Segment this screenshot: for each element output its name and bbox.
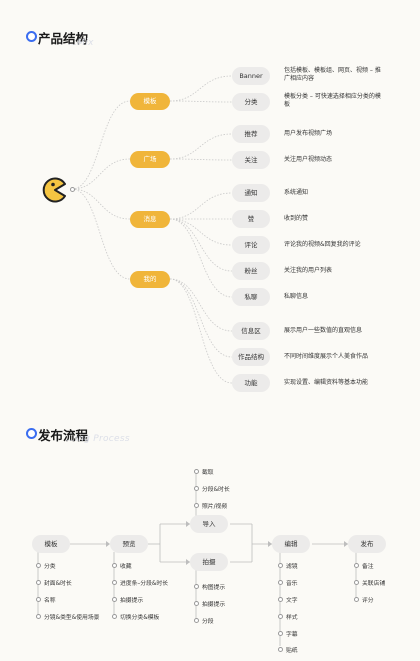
desc-notice: 系统通知 — [284, 189, 309, 196]
leaf-preview-tips: 拍摄提示 — [120, 598, 144, 604]
leaf-bullet — [278, 580, 283, 585]
leaf-bullet — [112, 614, 117, 619]
leaf-edit-sticker: 贴纸 — [286, 648, 298, 654]
node-notice: 通知 — [232, 184, 270, 202]
step-shoot: 拍摄 — [190, 553, 228, 571]
leaf-template-category: 分类 — [44, 564, 56, 570]
leaf-preview-favorite: 收藏 — [120, 564, 132, 570]
leaf-bullet — [194, 503, 199, 508]
node-mine: 我的 — [130, 271, 170, 288]
leaf-edit-text: 文字 — [286, 598, 298, 604]
leaf-import-segment: 分段&时长 — [202, 487, 230, 493]
leaf-bullet — [36, 580, 41, 585]
node-chat: 私聊 — [232, 288, 270, 306]
leaf-bullet — [36, 563, 41, 568]
leaf-publish-shop: 关联店铺 — [362, 581, 386, 587]
section-marker-icon — [26, 31, 37, 42]
node-comment: 评论 — [232, 236, 270, 254]
leaf-bullet — [112, 580, 117, 585]
leaf-import-crop: 截取 — [202, 470, 214, 476]
leaf-bullet — [278, 631, 283, 636]
leaf-preview-progress: 进度条–分段&时长 — [120, 581, 168, 587]
leaf-bullet — [194, 601, 199, 606]
node-like: 赞 — [232, 210, 270, 228]
desc-recommend: 用户发布视频广场 — [284, 130, 333, 137]
desc-follow: 关注用户视频动态 — [284, 156, 333, 163]
leaf-template-cover: 封面&时长 — [44, 581, 72, 587]
desc-info-area: 展示用户一些数值的直观信息 — [284, 327, 363, 334]
desc-banner: 包括模板、模板组、网页、视频 – 推广相应内容 — [284, 67, 381, 82]
leaf-edit-music: 音乐 — [286, 581, 298, 587]
leaf-bullet — [354, 597, 359, 602]
step-template: 模板 — [32, 535, 70, 553]
leaf-bullet — [112, 563, 117, 568]
node-message: 消息 — [130, 211, 170, 228]
node-follow: 关注 — [232, 151, 270, 169]
desc-comment: 评论我的视频&回复我的评论 — [284, 241, 361, 248]
desc-works: 不同时间维度展示个人美食作品 — [284, 353, 369, 360]
section-title-structure: 产品结构 — [38, 31, 89, 46]
desc-fans: 关注我的用户列表 — [284, 267, 333, 274]
node-recommend: 推荐 — [232, 125, 270, 143]
leaf-template-name: 名称 — [44, 598, 56, 604]
node-info-area: 信息区 — [232, 322, 270, 340]
desc-functions: 实现设置、编辑资料等基本功能 — [284, 379, 369, 386]
leaf-bullet — [354, 580, 359, 585]
leaf-bullet — [36, 614, 41, 619]
leaf-publish-note: 备注 — [362, 564, 374, 570]
leaf-bullet — [354, 563, 359, 568]
leaf-bullet — [194, 486, 199, 491]
leaf-edit-filter: 滤镜 — [286, 564, 298, 570]
step-preview: 预览 — [110, 535, 148, 553]
leaf-bullet — [278, 647, 283, 652]
leaf-edit-subtitle: 字幕 — [286, 632, 298, 638]
leaf-bullet — [194, 584, 199, 589]
mascot-pacman-icon — [42, 177, 66, 203]
leaf-bullet — [112, 597, 117, 602]
step-edit: 编辑 — [272, 535, 310, 553]
step-import: 导入 — [190, 515, 228, 533]
leaf-publish-rating: 评分 — [362, 598, 374, 604]
root-connector-dot — [70, 187, 75, 192]
section-ghost-subtitle: …ing Process — [66, 434, 130, 444]
leaf-bullet — [278, 614, 283, 619]
leaf-bullet — [278, 597, 283, 602]
leaf-bullet — [194, 469, 199, 474]
leaf-shoot-composition: 构图提示 — [202, 585, 226, 591]
desc-chat: 私聊信息 — [284, 293, 309, 300]
leaf-shoot-tips: 拍摄提示 — [202, 602, 226, 608]
leaf-template-shots: 分镜&类型&使用场景 — [44, 615, 100, 621]
node-banner: Banner — [232, 67, 270, 85]
node-plaza: 广场 — [130, 151, 170, 168]
leaf-preview-switch: 切换分类&模板 — [120, 615, 160, 621]
node-template: 模板 — [130, 93, 170, 110]
leaf-import-media: 照片/视频 — [202, 504, 228, 510]
desc-category: 模板分类 – 可快速选择相应分类的模板 — [284, 93, 381, 108]
node-functions: 功能 — [232, 374, 270, 392]
desc-like: 收到的赞 — [284, 215, 309, 222]
leaf-bullet — [36, 597, 41, 602]
section-ghost-subtitle: …Mix — [68, 38, 94, 48]
leaf-bullet — [278, 563, 283, 568]
section-marker-icon — [26, 428, 37, 439]
node-category: 分类 — [232, 93, 270, 111]
node-fans: 粉丝 — [232, 262, 270, 280]
node-works: 作品结构 — [232, 348, 270, 366]
leaf-edit-style: 样式 — [286, 615, 298, 621]
step-publish: 发布 — [348, 535, 386, 553]
leaf-shoot-segment: 分段 — [202, 619, 214, 625]
leaf-bullet — [194, 618, 199, 623]
section-title-publish-flow: 发布流程 — [38, 428, 89, 443]
